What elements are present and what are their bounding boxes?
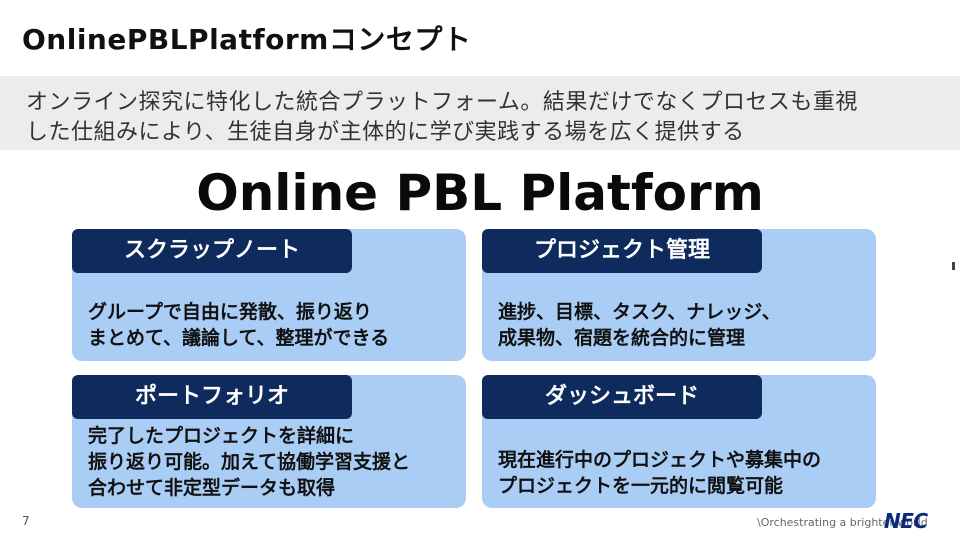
card-text-project-management: 進捗、目標、タスク、ナレッジ、 成果物、宿題を統合的に管理 <box>498 299 781 351</box>
card-text-line: 現在進行中のプロジェクトや募集中の <box>498 449 822 471</box>
edge-marker <box>952 262 955 270</box>
card-text-line: 完了したプロジェクトを詳細に <box>88 425 355 447</box>
card-text-line: グループで自由に発散、振り返り <box>88 301 372 323</box>
nec-logo: NEC <box>884 509 928 533</box>
main-heading: Online PBL Platform <box>196 164 764 222</box>
subtitle-line-2: した仕組みにより、生徒自身が主体的に学び実践する場を広く提供する <box>26 120 745 145</box>
page-number: 7 <box>22 514 30 528</box>
card-text-dashboard: 現在進行中のプロジェクトや募集中の プロジェクトを一元的に閲覧可能 <box>498 447 821 499</box>
card-text-portfolio: 完了したプロジェクトを詳細に 振り返り可能。加えて協働学習支援と 合わせて非定型… <box>88 423 410 501</box>
card-tab-dashboard: ダッシュボード <box>482 375 762 419</box>
card-text-line: 進捗、目標、タスク、ナレッジ、 <box>498 301 781 323</box>
footer-tagline: \Orchestrating a brighter world <box>757 516 928 529</box>
card-scrap-note: スクラップノート グループで自由に発散、振り返り まとめて、議論して、整理ができ… <box>72 229 466 361</box>
subtitle-line-1: オンライン探究に特化した統合プラットフォーム。結果だけでなくプロセスも重視 <box>26 90 858 115</box>
card-tab-scrap-note: スクラップノート <box>72 229 352 273</box>
card-tab-portfolio: ポートフォリオ <box>72 375 352 419</box>
subtitle-band <box>0 76 960 150</box>
card-text-scrap-note: グループで自由に発散、振り返り まとめて、議論して、整理ができる <box>88 299 389 351</box>
card-dashboard: ダッシュボード 現在進行中のプロジェクトや募集中の プロジェクトを一元的に閲覧可… <box>482 375 876 508</box>
card-text-line: 振り返り可能。加えて協働学習支援と <box>88 451 411 473</box>
slide-title: OnlinePBLPlatformコンセプト <box>22 23 472 56</box>
card-portfolio: ポートフォリオ 完了したプロジェクトを詳細に 振り返り可能。加えて協働学習支援と… <box>72 375 466 508</box>
card-text-line: 成果物、宿題を統合的に管理 <box>498 327 746 349</box>
card-text-line: 合わせて非定型データも取得 <box>88 477 336 499</box>
card-project-management: プロジェクト管理 進捗、目標、タスク、ナレッジ、 成果物、宿題を統合的に管理 <box>482 229 876 361</box>
card-text-line: プロジェクトを一元的に閲覧可能 <box>498 475 784 497</box>
card-tab-project-management: プロジェクト管理 <box>482 229 762 273</box>
card-text-line: まとめて、議論して、整理ができる <box>88 327 390 349</box>
